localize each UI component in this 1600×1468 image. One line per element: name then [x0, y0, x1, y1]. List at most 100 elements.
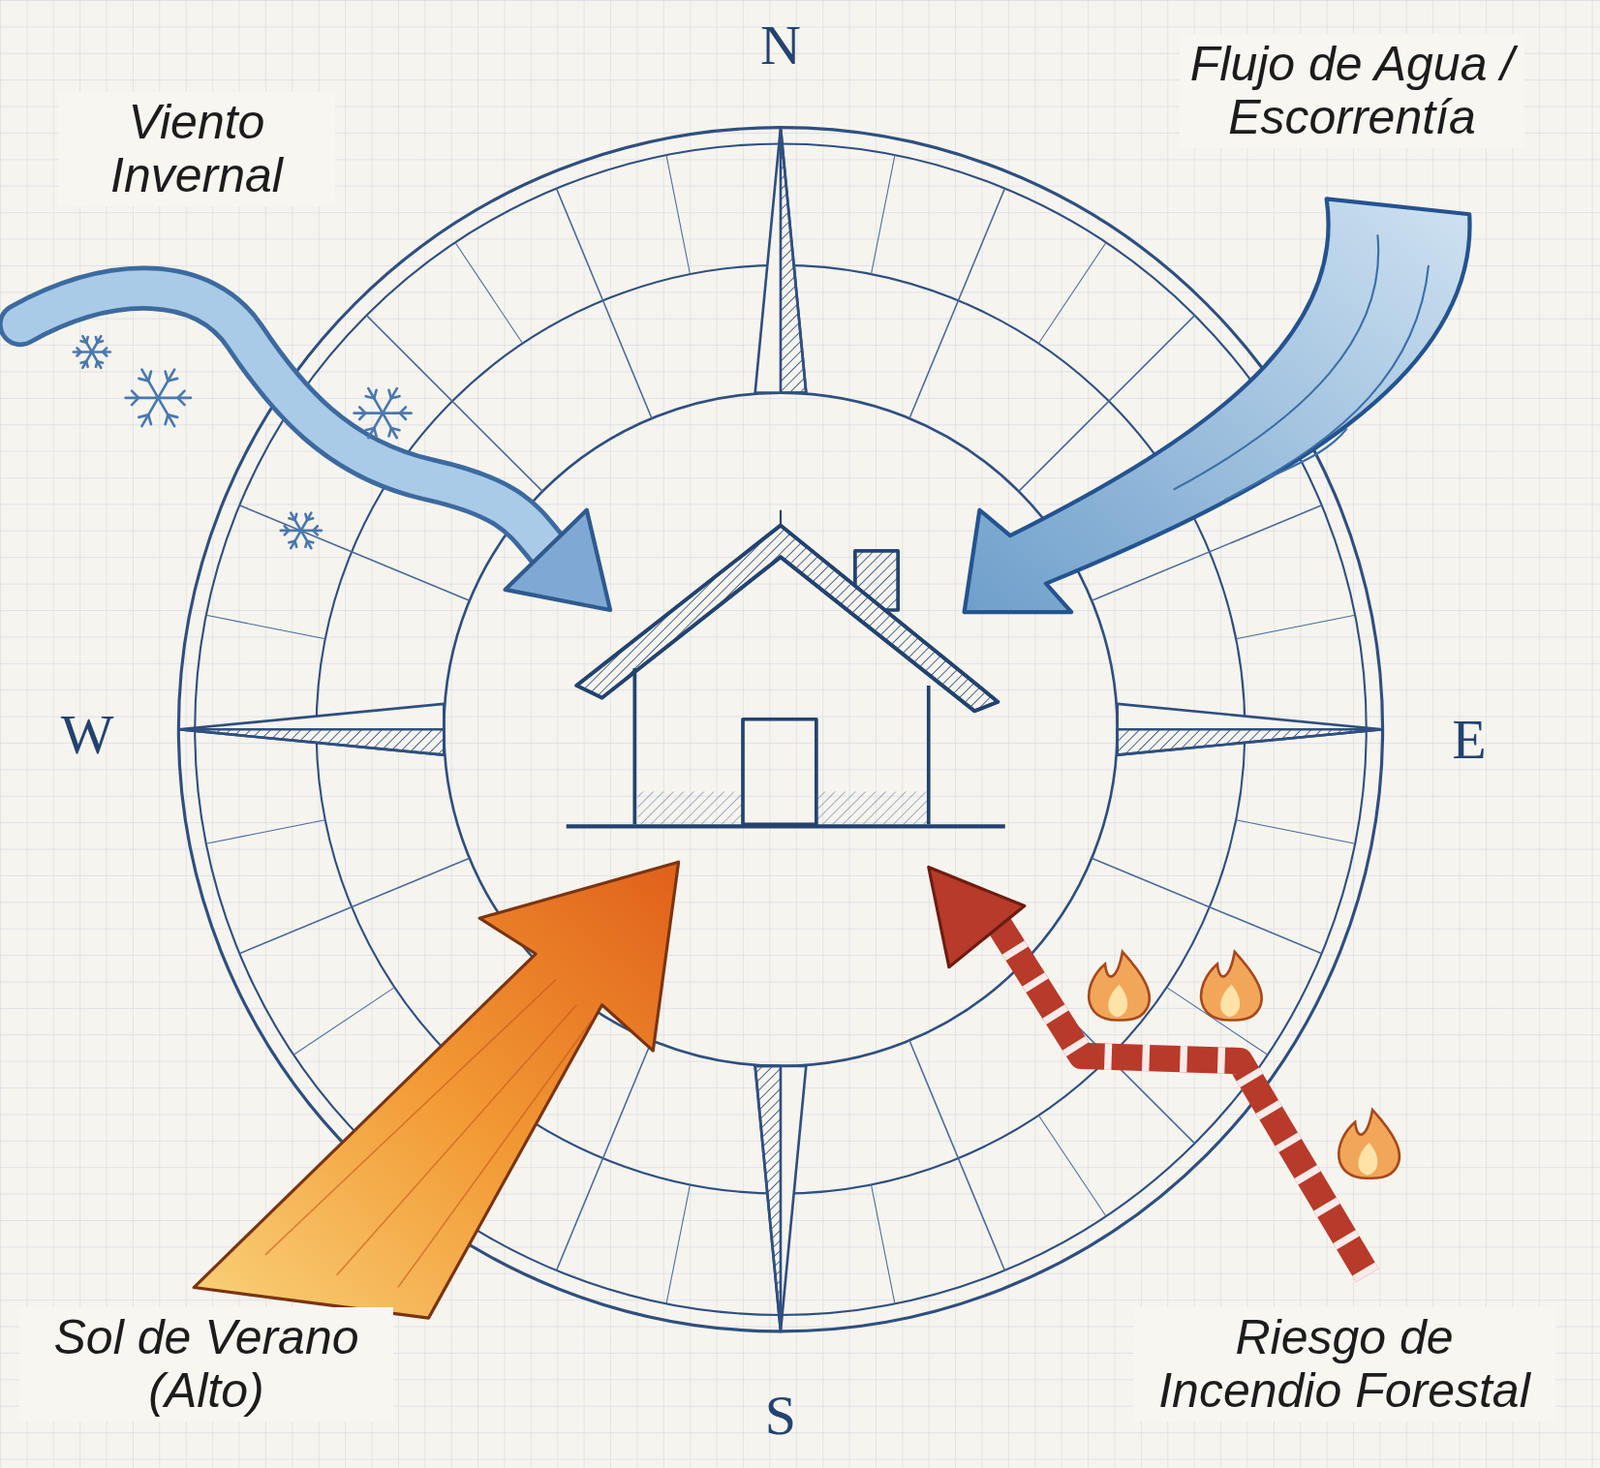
- compass-points: [178, 127, 1383, 1332]
- snowflake-arm: [366, 396, 375, 399]
- snowflake-arm: [284, 530, 289, 536]
- snowflake-arm: [165, 371, 169, 382]
- snowflake-arm: [382, 411, 412, 415]
- snowflakes: [73, 336, 412, 549]
- rose-tick: [909, 1040, 1005, 1270]
- snowflake-arm: [354, 411, 384, 415]
- snowflake-arm: [148, 371, 152, 382]
- snowflake-arm: [391, 396, 400, 399]
- snowflake-arm: [167, 414, 178, 417]
- snowflake-arm: [82, 336, 92, 352]
- snowflake-arm: [167, 378, 178, 381]
- rose-tick: [1235, 820, 1355, 844]
- rose-tick: [871, 154, 895, 275]
- west-letter: W: [61, 704, 115, 767]
- compass-rings: [178, 127, 1383, 1332]
- snowflake-arm: [141, 398, 158, 427]
- flame-icon: [1338, 1109, 1400, 1179]
- summer-sun-arrow: [193, 861, 678, 1319]
- snowflake-arm: [157, 397, 191, 400]
- snowflake-arm: [294, 541, 297, 548]
- east-letter: E: [1451, 708, 1486, 771]
- snowflake-arm: [301, 530, 312, 549]
- rose-tick: [556, 1040, 652, 1270]
- hazard-label: Flujo de Agua / Escorrentía: [1179, 33, 1525, 149]
- snowflake-arm: [391, 428, 400, 431]
- rose-tick: [239, 858, 470, 954]
- snowflake-arm: [125, 397, 159, 400]
- snowflake-arm: [382, 388, 398, 414]
- snowflake-arm: [400, 413, 406, 420]
- hazard-label: Viento Invernal: [58, 92, 336, 207]
- snowflake-arm: [131, 391, 139, 399]
- rose-tick: [666, 1184, 690, 1304]
- snowflake-arm: [389, 428, 392, 437]
- snowflake-arm: [157, 369, 175, 399]
- rose-tick: [1038, 1115, 1107, 1217]
- snowflake-arm: [368, 388, 383, 414]
- winter-wind-arrow: [20, 288, 611, 611]
- snowflake-arm: [368, 413, 383, 439]
- flame-core: [1107, 984, 1128, 1018]
- flame-core: [1357, 1142, 1378, 1176]
- snowflake-arm: [141, 369, 158, 399]
- rose-tick: [1091, 858, 1323, 954]
- snowflake-arm: [82, 351, 92, 368]
- snowflake-arm: [301, 513, 312, 531]
- snowflake-arm: [73, 350, 93, 354]
- snowflake-arm: [373, 390, 376, 400]
- flames: [1088, 952, 1400, 1179]
- snowflake-arm: [178, 398, 185, 405]
- snowflake-arm: [76, 351, 81, 356]
- north-letter: N: [760, 14, 801, 77]
- snowflake-arm: [148, 414, 152, 425]
- snowflake-arm: [290, 513, 302, 531]
- flame-icon: [1088, 952, 1150, 1021]
- snowflake-arm: [359, 413, 366, 420]
- snowflake-arm: [102, 347, 107, 352]
- rose-tick: [556, 188, 652, 419]
- snowflake-arm: [92, 350, 111, 354]
- snowflake-arm: [400, 406, 406, 413]
- snowflake-arm: [138, 414, 149, 417]
- snowflake-arm: [382, 413, 398, 439]
- wildfire-arrow: [928, 866, 1368, 1275]
- snowflake-arm: [305, 514, 308, 521]
- rose-tick: [1038, 242, 1107, 343]
- snowflake-arm: [307, 541, 313, 544]
- snowflake-arm: [157, 398, 175, 427]
- snowflake-arm: [97, 361, 104, 363]
- rose-tick: [909, 188, 1005, 419]
- snowflake-arm: [312, 525, 317, 531]
- snowflake-arm: [288, 518, 295, 521]
- rose-tick: [293, 987, 395, 1056]
- rose-tick: [871, 1184, 895, 1304]
- flame-icon: [1200, 952, 1262, 1021]
- snowflake-arm: [92, 336, 101, 352]
- rose-tick: [206, 615, 326, 639]
- house-sketch: [566, 510, 1006, 828]
- snowflake-arm: [359, 406, 366, 413]
- snowflake-arm: [280, 529, 302, 533]
- flame-core: [1220, 984, 1240, 1018]
- snowflake-arm: [131, 398, 139, 405]
- snowflake-arm: [92, 351, 101, 368]
- snowflake-arm: [366, 428, 375, 431]
- hazard-label: Sol de Verano (Alto): [19, 1307, 394, 1422]
- snowflake-arm: [86, 361, 89, 367]
- rose-tick: [666, 154, 690, 275]
- south-letter: S: [765, 1384, 797, 1447]
- snowflake-arm: [138, 378, 149, 381]
- rose-tick: [239, 505, 470, 601]
- snowflake-arm: [373, 428, 376, 437]
- water-runoff-arrow: [964, 198, 1471, 613]
- snowflake-arm: [290, 530, 302, 549]
- snowflake-arm: [389, 390, 392, 400]
- hazard-label: Riesgo de Incendio Forestal: [1133, 1307, 1556, 1422]
- snowflake-arm: [95, 337, 98, 342]
- snowflake-arm: [301, 529, 322, 533]
- rose-tick: [455, 242, 524, 343]
- snowflake-arm: [178, 391, 185, 399]
